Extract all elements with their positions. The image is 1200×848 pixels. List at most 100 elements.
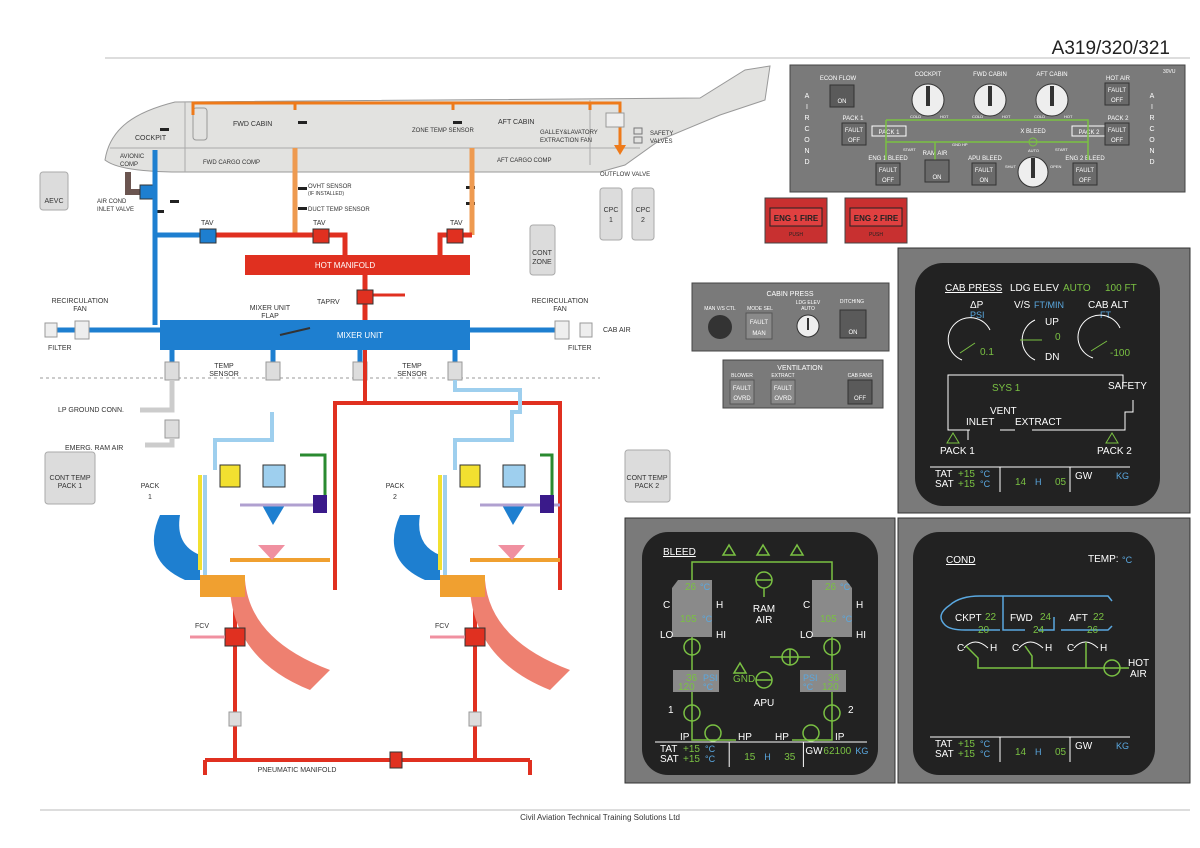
cpc-1 xyxy=(599,187,623,241)
unit-psi: PSI xyxy=(703,673,718,683)
on-legend: ON xyxy=(933,175,942,181)
delta-p-needle xyxy=(959,342,976,354)
blower-button[interactable]: FAULT OVRD xyxy=(729,379,755,405)
label-blower: BLOWER xyxy=(731,373,753,379)
label-cont-zone: CONT xyxy=(532,250,553,257)
hot-air-label-2: AIR xyxy=(1130,669,1147,680)
cabin-outline xyxy=(947,374,1134,440)
eng-2-bleed-pressure: 36 xyxy=(828,673,840,684)
hot-label: HOT xyxy=(1064,114,1073,119)
gw-label: GW xyxy=(1075,741,1093,752)
unit-degc: °C xyxy=(842,614,853,624)
clock-minutes: 05 xyxy=(1055,747,1067,758)
label-outflow-valve: OUTFLOW VALVE xyxy=(600,172,650,178)
scale-h: H xyxy=(990,643,997,654)
button-body xyxy=(1072,162,1098,186)
vs-label: V/S xyxy=(1014,300,1030,311)
eng-1-fire-button[interactable]: ENG 1 FIRE PUSH xyxy=(764,197,828,244)
eng-2-fire-button[interactable]: ENG 2 FIRE PUSH xyxy=(844,197,908,244)
label-econ-flow: ECON FLOW xyxy=(820,76,857,82)
cold-label: COLD xyxy=(972,114,983,119)
delta-p-gauge xyxy=(947,317,991,361)
label-tav: TAV xyxy=(201,220,214,227)
scale-c: C xyxy=(663,600,670,611)
clock-h-label: H xyxy=(1035,477,1042,487)
label-zone-temp-sensor: ZONE TEMP SENSOR xyxy=(412,128,474,134)
label-tav: TAV xyxy=(313,220,326,227)
open-label: OPEN xyxy=(1050,164,1061,169)
clock-minutes: 05 xyxy=(1055,477,1067,488)
label-pneumatic-manifold: PNEUMATIC MANIFOLD xyxy=(258,767,337,774)
econ-flow-button[interactable]: ON xyxy=(829,84,855,108)
start-label: START xyxy=(903,147,916,152)
sat-label: SAT xyxy=(935,749,954,760)
scale-c: C xyxy=(957,643,964,654)
label-taprv: TAPRV xyxy=(317,299,340,306)
pack-1-box xyxy=(672,580,712,637)
auto-label: AUTO xyxy=(1028,148,1039,153)
vs-unit: FT/MIN xyxy=(1034,300,1064,310)
button-body xyxy=(971,162,997,186)
label-aft-cargo: AFT CARGO COMP xyxy=(497,158,552,164)
cab-alt-label: CAB ALT xyxy=(1088,300,1128,311)
label-cab-fans: CAB FANS xyxy=(848,373,873,379)
bleed-supply-ducts xyxy=(203,350,562,775)
label-pack-2-number: 2 xyxy=(393,494,397,501)
taprv-valve xyxy=(356,289,374,305)
pack-2-triangle-icon xyxy=(1105,432,1119,444)
pack-2-box xyxy=(812,580,852,637)
scale-c: C xyxy=(803,600,810,611)
unit-degc: °C xyxy=(840,582,851,592)
side-label-letter: R xyxy=(804,115,809,122)
ckpt-label: CKPT xyxy=(955,613,982,624)
hp-label: HP xyxy=(775,732,789,743)
man-vs-ctl-switch[interactable] xyxy=(708,315,732,339)
side-label-letter: I xyxy=(806,104,808,111)
pack-2-outlet-temp: 105 xyxy=(820,614,837,625)
pack-1-outlet-temp: 105 xyxy=(680,614,697,625)
ecam-cab-press-page: CAB PRESS LDG ELEV AUTO 100 FT ΔP PSI V/… xyxy=(897,247,1191,514)
cont-temp-pack-2 xyxy=(624,449,671,503)
label-apu-bleed: APU BLEED xyxy=(968,156,1002,162)
aft-label: AFT xyxy=(1069,613,1088,624)
pack-2-label: PACK 2 xyxy=(1097,446,1132,457)
sat-label: SAT xyxy=(660,754,679,765)
ram-air-label-2: AIR xyxy=(756,615,773,626)
extract-label: EXTRACT xyxy=(1015,417,1062,428)
label-avionic-2: COMP xyxy=(120,162,138,168)
eng-1-bleed-pressure: 36 xyxy=(686,673,698,684)
ovrd-legend: OVRD xyxy=(733,396,751,402)
safety-valve xyxy=(633,127,643,135)
cpc-2 xyxy=(631,187,655,241)
fault-legend: FAULT xyxy=(733,386,752,392)
cab-alt-value: -100 xyxy=(1110,348,1130,359)
overhead-flow-lines xyxy=(885,119,1089,160)
hot-manifold: HOT MANIFOLD xyxy=(215,232,472,320)
cab-fans-button[interactable]: OFF xyxy=(847,379,873,405)
hot-label: HOT xyxy=(940,114,949,119)
ditching-button[interactable]: ON xyxy=(839,309,867,339)
avionic-duct xyxy=(125,172,140,195)
label-cpc-2-number: 2 xyxy=(641,217,645,224)
ram-air-button[interactable]: ON xyxy=(924,159,950,183)
engine-1-label: 1 xyxy=(668,705,674,716)
tav-fwd xyxy=(312,228,330,244)
cont-temp-pack-1 xyxy=(44,451,96,505)
label-fcv: FCV xyxy=(195,623,209,630)
label-hot-manifold: HOT MANIFOLD xyxy=(315,261,376,270)
pack-1-label-box: PACK 1 xyxy=(871,125,907,137)
